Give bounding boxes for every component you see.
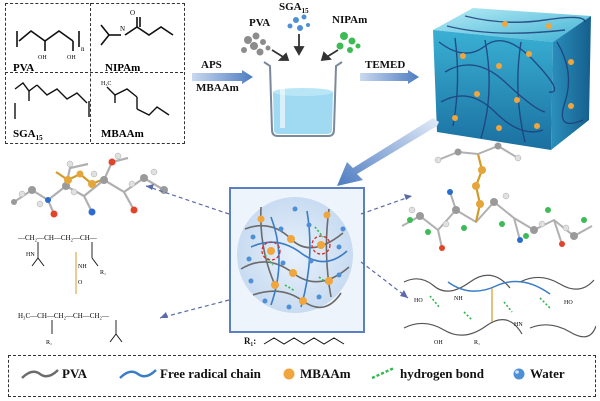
hbond-legend-label: hydrogen bond <box>400 366 484 382</box>
hbond-legend-swatch <box>370 366 396 380</box>
right-molecular-model <box>398 140 598 266</box>
radical-legend-label: Free radical chain <box>160 366 261 382</box>
nh-label: NH <box>454 296 463 302</box>
water-legend-label: Water <box>530 366 565 382</box>
radical-legend-swatch <box>118 366 158 382</box>
r1-label: R₁ <box>474 340 480 346</box>
mbaam-legend-label: MBAAm <box>300 366 351 382</box>
oh-label: OH <box>434 340 443 346</box>
ho-label: HO <box>564 300 573 306</box>
mbaam-legend-swatch <box>282 367 296 381</box>
ho-label: HO <box>414 298 423 304</box>
pva-legend-swatch <box>20 366 60 382</box>
right-chemical-scheme: HO HO NH HN OH R₁ <box>400 268 596 354</box>
water-legend-swatch <box>512 367 526 381</box>
pva-legend-label: PVA <box>62 366 87 382</box>
hn-label: HN <box>514 322 523 328</box>
